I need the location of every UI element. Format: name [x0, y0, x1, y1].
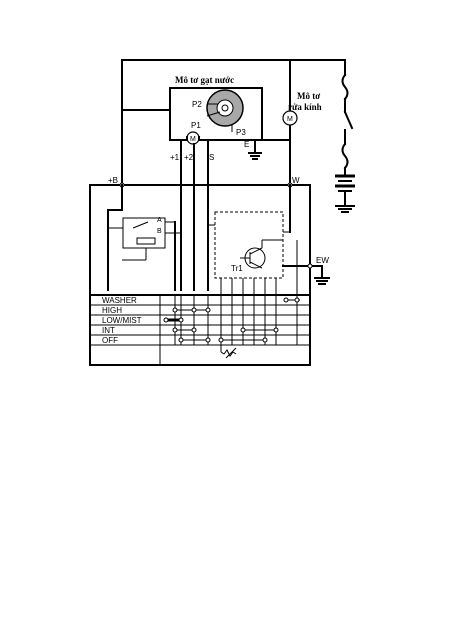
ground-icon-ew — [314, 277, 330, 285]
motor-p1-label: P1 — [191, 121, 201, 130]
terminal-plus1-label: +1 — [170, 153, 180, 162]
relay-coil-icon — [136, 237, 156, 245]
int-time-resistor-icon — [220, 345, 237, 359]
battery-icon — [335, 174, 355, 192]
switch-row-high: HIGH — [102, 306, 122, 315]
relay-contact-icon — [132, 221, 149, 229]
switch-row-washer: WASHER — [102, 296, 137, 305]
relay: A B — [108, 217, 181, 261]
intermittent-timer-ic: Tr1 — [208, 211, 290, 279]
motor-e-label: E — [244, 140, 249, 149]
motor-m-label: M — [190, 136, 196, 143]
control-box: +B W A B — [89, 176, 330, 366]
power-wiring — [121, 59, 346, 186]
fuse-icon — [341, 73, 349, 101]
wiper-motor-title: Mô tơ gạt nước — [175, 75, 234, 85]
battery-fuse-column — [335, 59, 355, 213]
wiper-motor: P2 P1 P3 M E +1 +2 S — [169, 87, 263, 291]
washer-motor-title-line1: Mô tơ — [297, 91, 320, 101]
ground-icon-battery — [335, 205, 355, 213]
relay-b-label: B — [157, 228, 162, 235]
switch-row-off: OFF — [102, 336, 118, 345]
switch-connections — [163, 297, 300, 343]
terminal-w-label: W — [292, 176, 300, 185]
terminal-s-label: S — [209, 153, 214, 162]
terminal-plus-b-label: +B — [108, 176, 118, 185]
relay-a-label: A — [157, 217, 162, 224]
terminal-plus2-label: +2 — [184, 153, 194, 162]
ground-icon-motor — [248, 152, 262, 160]
transistor-label: Tr1 — [231, 264, 243, 273]
washer-motor-icon — [282, 110, 298, 126]
washer-motor-m-label: M — [287, 116, 293, 123]
fuse-icon-2 — [341, 142, 349, 170]
terminal-ew-label: EW — [316, 256, 329, 265]
motor-p3-label: P3 — [236, 128, 246, 137]
washer-motor: Mô tơ rửa kính M — [282, 91, 322, 126]
combination-switch-table: WASHER HIGH LOW/MIST INT OFF — [89, 294, 311, 366]
switch-row-low-mist: LOW/MIST — [102, 316, 142, 325]
washer-motor-title-line2: rửa kính — [288, 102, 322, 112]
ignition-switch-icon — [343, 110, 354, 130]
switch-row-int: INT — [102, 326, 115, 335]
motor-p2-label: P2 — [192, 100, 202, 109]
